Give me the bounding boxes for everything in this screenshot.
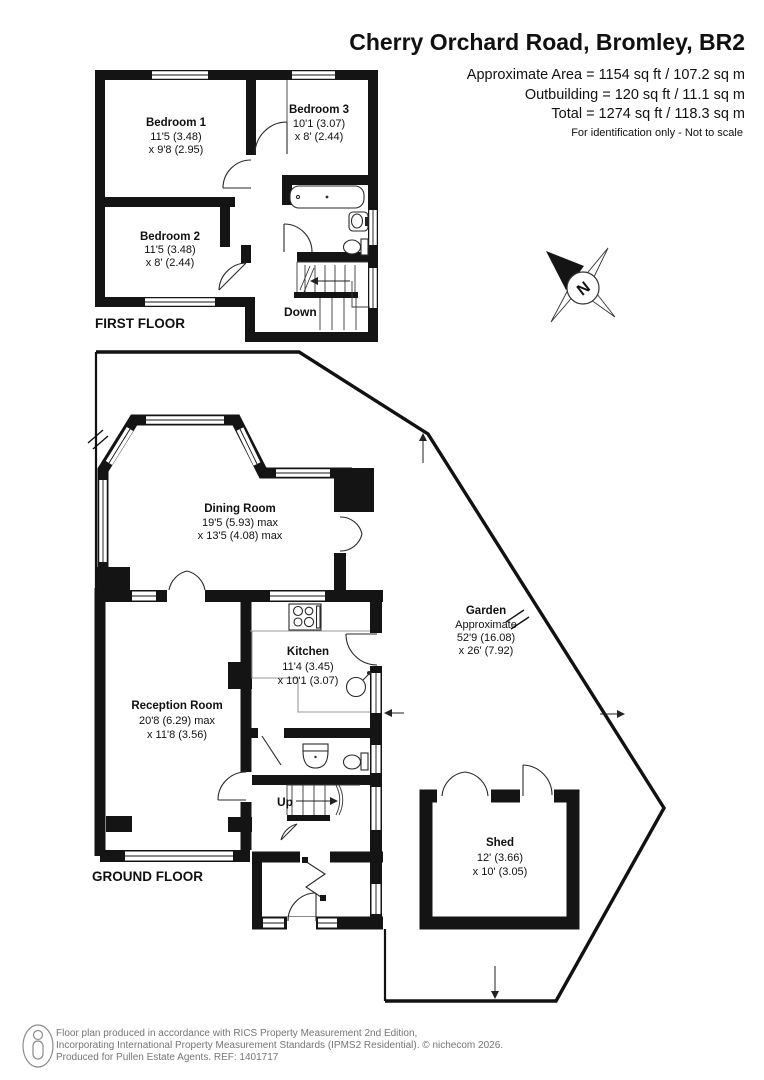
- toilet-icon: [342, 238, 369, 256]
- shed-dim1: 12' (3.66): [477, 852, 523, 864]
- page-title: Cherry Orchard Road, Bromley, BR2: [349, 29, 745, 55]
- arrow-right-icon: [617, 710, 625, 718]
- arrow-up-icon: [419, 433, 427, 441]
- garden-name: Garden: [466, 605, 506, 617]
- wc-fixtures: [302, 743, 369, 771]
- compass-north-arrow-icon: [546, 251, 584, 290]
- hob-icon: [288, 603, 322, 631]
- compass-rose: N: [546, 247, 616, 323]
- ground-floor-room-labels: Dining Room 19'5 (5.93) max x 13'5 (4.08…: [131, 503, 338, 741]
- footer-line2: Incorporating International Property Mea…: [56, 1040, 503, 1051]
- kitchen-name: Kitchen: [287, 646, 329, 658]
- shed-dim2: x 10' (3.05): [473, 866, 528, 878]
- down-arrow-icon: [310, 277, 318, 285]
- first-floor-doors: [218, 121, 313, 291]
- shed-single-door: [522, 764, 553, 796]
- chimney-breast-left: [106, 816, 132, 832]
- kitchen-fixtures: [250, 603, 371, 713]
- bedroom2-dim1: 11'5 (3.48): [144, 244, 195, 256]
- garden-label: Garden Approximate 52'9 (16.08) x 26' (7…: [455, 605, 517, 657]
- reception-room-dim1: 20'8 (6.29) max: [139, 715, 216, 727]
- bedroom1-name: Bedroom 1: [146, 117, 207, 129]
- garden-dim2: x 26' (7.92): [459, 645, 514, 657]
- double-doors-dining: [168, 570, 206, 591]
- bedroom1-dim2: x 9'8 (2.95): [149, 144, 204, 156]
- kitchen-dim1: 11'4 (3.45): [282, 661, 333, 673]
- footer: Floor plan produced in accordance with R…: [22, 1024, 503, 1068]
- kitchen-sink-icon: [345, 671, 371, 698]
- french-doors: [339, 516, 363, 552]
- reception-room-name: Reception Room: [131, 700, 222, 712]
- garden-dim1: 52'9 (16.08): [457, 632, 515, 644]
- bedroom2-dim2: x 8' (2.44): [146, 257, 195, 269]
- total-area-text: Total = 1274 sq ft / 118.3 sq m: [551, 106, 745, 122]
- understairs-door: [280, 823, 298, 841]
- ground-floor-doors: [168, 516, 383, 930]
- footer-line3: Produced for Pullen Estate Agents. REF: …: [56, 1052, 279, 1063]
- stairs-up-label: Up: [277, 795, 293, 809]
- ground-floor-windows: [125, 591, 381, 928]
- reception-room-dim2: x 11'8 (3.56): [147, 729, 207, 741]
- dining-room-name: Dining Room: [204, 503, 276, 515]
- stairs-down-label: Down: [284, 305, 317, 319]
- bay-window-walls: [97, 414, 352, 588]
- ground-floor-label: GROUND FLOOR: [92, 869, 203, 884]
- boundary-break-diagonal-icon: [505, 609, 530, 630]
- ground-floor-plan: Up Dining Room 19'5 (5.93) max x 13'5 (4…: [92, 414, 383, 930]
- bathtub-icon: [289, 185, 365, 209]
- reception-door: [217, 771, 247, 801]
- bedroom3-name: Bedroom 3: [289, 104, 349, 116]
- outbuilding-area-text: Outbuilding = 120 sq ft / 11.1 sq m: [525, 87, 745, 103]
- staircase-up: Up: [277, 784, 360, 821]
- bedroom3-dim1: 10'1 (3.07): [293, 118, 345, 130]
- garden-direction-arrows: [384, 433, 625, 999]
- first-floor-room-labels: Bedroom 1 11'5 (3.48) x 9'8 (2.95) Bedro…: [140, 104, 349, 269]
- dining-room-dim2: x 13'5 (4.08) max: [198, 530, 283, 542]
- shed-plan: Shed 12' (3.66) x 10' (3.05): [419, 764, 580, 930]
- first-floor-plan: Down Bedroom 1 11'5 (3.48) x 9'8 (2.95) …: [95, 70, 378, 342]
- front-door: [287, 892, 317, 922]
- kitchen-back-door: [345, 633, 378, 666]
- shed-walls: [419, 789, 580, 930]
- wc-basin-icon: [302, 743, 329, 769]
- sink-icon: [348, 211, 369, 232]
- bedroom3-dim2: x 8' (2.44): [295, 131, 344, 143]
- bathroom-fixtures: [289, 185, 369, 256]
- wc-door: [261, 735, 282, 766]
- wc-toilet-icon: [342, 752, 369, 771]
- nichecom-logo-icon: [22, 1024, 54, 1068]
- approximate-area-text: Approximate Area = 1154 sq ft / 107.2 sq…: [467, 67, 745, 83]
- kitchen-counter: [250, 630, 370, 713]
- garden-qualifier: Approximate: [455, 619, 517, 631]
- up-arrow-icon: [330, 797, 338, 805]
- first-floor-windows: [145, 71, 377, 308]
- shed-name: Shed: [486, 837, 514, 849]
- first-floor-label: FIRST FLOOR: [95, 316, 185, 331]
- dining-room-dim1: 19'5 (5.93) max: [202, 517, 279, 529]
- arrow-left-icon: [384, 709, 392, 717]
- disclaimer-text: For identification only - Not to scale: [571, 127, 743, 139]
- shed-label: Shed 12' (3.66) x 10' (3.05): [473, 837, 528, 878]
- bedroom2-name: Bedroom 2: [140, 231, 200, 243]
- first-floor-interior-walls: [105, 80, 368, 263]
- bedroom1-dim1: 11'5 (3.48): [150, 131, 201, 143]
- shed-double-doors: [441, 771, 489, 797]
- footer-line1: Floor plan produced in accordance with R…: [56, 1028, 417, 1039]
- boundary-break-left-icon: [87, 429, 109, 450]
- arrow-down-icon: [491, 991, 499, 999]
- first-floor-outer-walls: [95, 70, 378, 342]
- kitchen-dim2: x 10'1 (3.07): [278, 675, 339, 687]
- header: Cherry Orchard Road, Bromley, BR2 Approx…: [349, 29, 745, 139]
- compass-circle: [566, 271, 600, 305]
- staircase-down: Down: [284, 261, 370, 330]
- garden-boundary: Garden Approximate 52'9 (16.08) x 26' (7…: [87, 350, 666, 1003]
